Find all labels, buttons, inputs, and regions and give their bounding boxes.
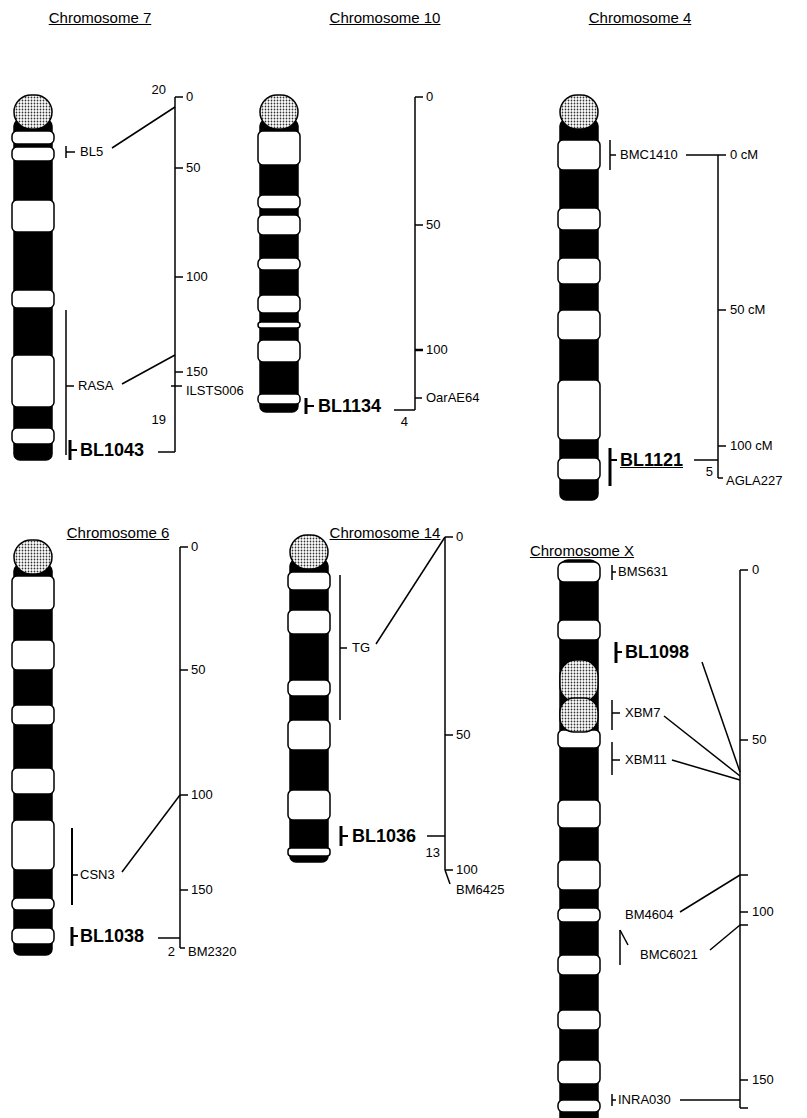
marker-name: BL1098: [625, 643, 689, 662]
marker-name: BM2320: [188, 945, 236, 959]
marker-name: AGLA227: [726, 474, 782, 488]
chromosome-ideogram: [12, 95, 54, 460]
chromosome-title: Chromosome 6: [67, 525, 170, 541]
position-number: 100: [186, 270, 208, 284]
marker-name: OarAE64: [426, 391, 479, 405]
position-number: 100: [426, 343, 448, 357]
position-number: 4: [401, 415, 408, 429]
position-number: 19: [152, 413, 166, 427]
chromosome-title: Chromosome X: [530, 543, 634, 559]
marker-name: BL1134: [318, 397, 381, 416]
chromosome-title: Chromosome 10: [330, 10, 441, 26]
marker-name: BM4604: [625, 908, 673, 922]
position-number: 20: [152, 83, 166, 97]
position-number: 150: [191, 883, 213, 897]
marker-name: BMC1410: [620, 148, 678, 162]
marker-name: INRA030: [618, 1093, 671, 1107]
marker-name: BMS631: [618, 565, 668, 579]
marker-name: TG: [352, 641, 370, 655]
marker-name: BL1036: [352, 827, 416, 846]
position-number: 5: [706, 465, 713, 479]
marker-name: XBM11: [625, 753, 667, 767]
position-number: 50: [456, 728, 470, 742]
chromosome-ideogram: [558, 560, 600, 1118]
position-number: 100: [752, 905, 774, 919]
position-number: 150: [186, 365, 208, 379]
position-number: 100 cM: [730, 439, 773, 453]
position-number: 50 cM: [730, 303, 765, 317]
chromosome-ideogram: [558, 95, 600, 500]
position-number: 0 cM: [730, 148, 758, 162]
chromosome-ideogram: [258, 95, 300, 412]
marker-name: BL5: [80, 145, 103, 159]
marker-name: BL1038: [80, 927, 144, 946]
chromosome-title: Chromosome 4: [589, 10, 692, 26]
marker-name: BMC6021: [640, 948, 698, 962]
position-number: 150: [752, 1073, 774, 1087]
position-number: 100: [456, 863, 478, 877]
position-number: 50: [186, 161, 200, 175]
position-number: 0: [186, 90, 193, 104]
chromosome-ideogram: [12, 540, 54, 955]
marker-name: BL1121: [620, 451, 683, 470]
marker-name: RASA: [78, 379, 113, 393]
marker-name: BL1043: [80, 441, 144, 460]
position-number: 0: [456, 530, 463, 544]
position-number: 0: [752, 563, 759, 577]
marker-name: BM6425: [456, 883, 504, 897]
chromosome-ideogram: [288, 535, 330, 862]
chromosome-title: Chromosome 14: [330, 525, 441, 541]
marker-name: CSN3: [80, 868, 115, 882]
position-number: 50: [752, 733, 766, 747]
chromosome-title: Chromosome 7: [49, 10, 152, 26]
position-number: 2: [168, 945, 175, 959]
position-number: 0: [426, 90, 433, 104]
marker-name: ILSTS006: [186, 384, 244, 398]
position-number: 50: [191, 663, 205, 677]
marker-name: XBM7: [625, 706, 660, 720]
position-number: 13: [426, 846, 440, 860]
position-number: 0: [191, 540, 198, 554]
position-number: 100: [191, 788, 213, 802]
position-number: 50: [426, 218, 440, 232]
map-axes: [66, 97, 748, 1108]
